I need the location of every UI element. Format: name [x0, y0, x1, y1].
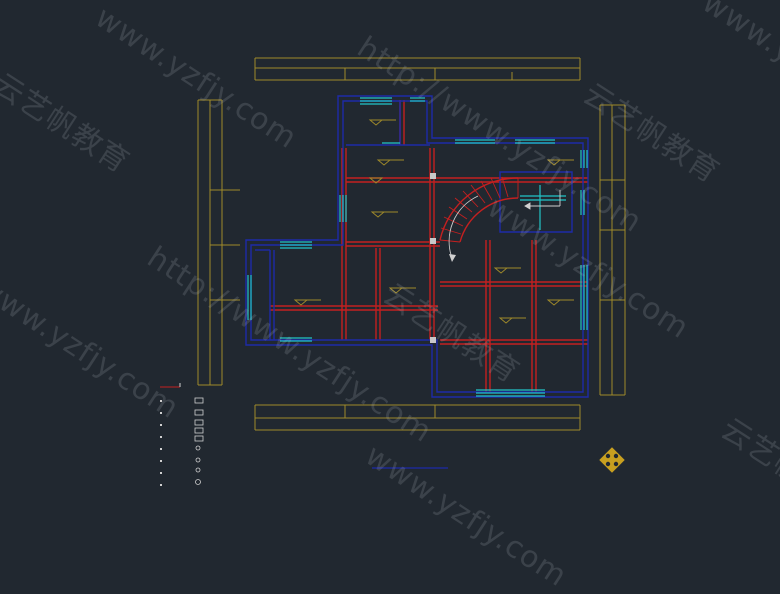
- legend: [160, 383, 204, 486]
- columns: [430, 173, 436, 343]
- windows: [247, 97, 588, 397]
- stair-arrow-icon: [448, 195, 479, 259]
- beams: [270, 100, 588, 392]
- cad-floor-plan: [160, 57, 626, 486]
- curved-staircase: [439, 176, 561, 262]
- cad-logo-icon: [599, 447, 625, 473]
- dimension-lines: [197, 57, 626, 431]
- level-marks: [293, 119, 574, 324]
